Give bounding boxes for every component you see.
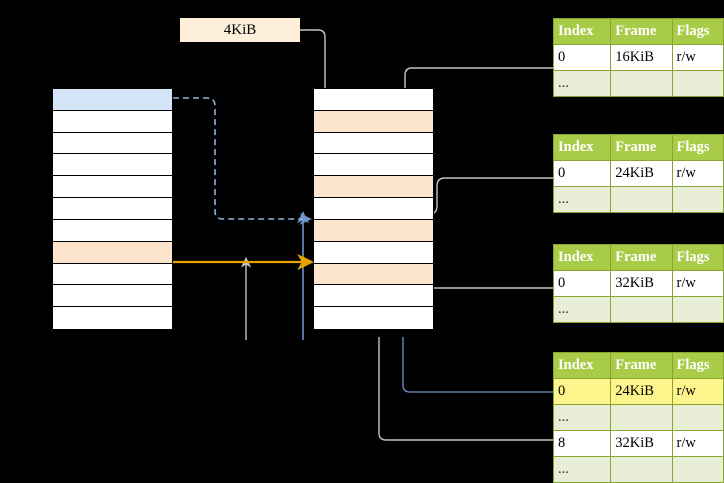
physical-memory-row-4 (314, 154, 433, 177)
page-table-2-header-index: Index (552, 134, 612, 161)
virtual-memory-row-10 (53, 285, 172, 308)
page-table-1-header-flags: Flags (671, 18, 724, 45)
page-table-4-row-1-index: 0 (552, 378, 612, 405)
physical-memory-row-3 (314, 132, 433, 155)
page-table-1-row-2-index: ... (552, 70, 612, 97)
page-table-4-row-2-flags (671, 404, 724, 431)
virtual-address-space-column (52, 88, 173, 330)
page-table-4-row-3-frame: 32KiB (610, 430, 673, 457)
physical-memory-row-7 (314, 219, 433, 242)
page-table-2-header-frame: Frame (610, 134, 673, 161)
physical-memory-row-9 (314, 263, 433, 286)
physical-memory-row-2 (314, 110, 433, 133)
page-table-2-row-1-flags: r/w (671, 160, 724, 187)
page-table-1-row-1-flags: r/w (671, 44, 724, 71)
page-table-4-row-1-flags: r/w (671, 378, 724, 405)
page-table-4-row-3-index: 8 (552, 430, 612, 457)
page-table-3-header-index: Index (552, 244, 612, 271)
page-table-4-row-3-flags: r/w (671, 430, 724, 457)
virtual-memory-row-6 (53, 198, 172, 220)
page-table-1-header-index: Index (552, 18, 612, 45)
physical-memory-row-1 (314, 89, 433, 111)
page-table-4-row-1-frame: 24KiB (610, 378, 673, 405)
page-table-3-row-1-frame: 32KiB (610, 270, 673, 297)
page-table-2-row-1-frame: 24KiB (610, 160, 673, 187)
page-table-1-header-frame: Frame (610, 18, 673, 45)
virtual-memory-row-3 (53, 132, 172, 155)
virtual-memory-row-1 (53, 89, 172, 111)
virtual-memory-row-2 (53, 110, 172, 133)
page-table-1-row-1-index: 0 (552, 44, 612, 71)
page-table-2-row-2: ... (552, 186, 724, 213)
page-size-text: 4KiB (223, 21, 257, 38)
wire-virt-row1-dashed (173, 97, 312, 225)
page-table-4-row-2: ... (552, 404, 724, 431)
page-table-3-row-2: ... (552, 296, 724, 323)
page-table-2-row-2-flags (671, 186, 724, 213)
virtual-memory-row-9 (53, 263, 172, 286)
virtual-memory-row-11 (53, 307, 172, 329)
page-table-1-row-2-flags (671, 70, 724, 97)
virtual-memory-row-5 (53, 176, 172, 199)
page-table-2-header-flags: Flags (671, 134, 724, 161)
page-table-4-row-4-frame (610, 456, 673, 483)
page-table-2-row-1-index: 0 (552, 160, 612, 187)
page-table-1-row-2: ... (552, 70, 724, 97)
page-table-3-header-flags: Flags (671, 244, 724, 271)
page-table-4-row-4: ... (552, 456, 724, 483)
physical-memory-row-8 (314, 241, 433, 264)
page-table-4-header-index: Index (552, 352, 612, 379)
virtual-memory-row-8 (53, 241, 172, 264)
virtual-memory-row-4 (53, 154, 172, 177)
page-table-4-header-frame: Frame (610, 352, 673, 379)
page-table-1-row-2-frame (610, 70, 673, 97)
physical-memory-column (313, 88, 434, 330)
page-table-4-row-2-index: ... (552, 404, 612, 431)
page-table-3-row-1-index: 0 (552, 270, 612, 297)
page-table-3-row-1-flags: r/w (671, 270, 724, 297)
wire-pt4-row8-to-phys-row9 (378, 337, 553, 441)
page-table-2-row-2-frame (610, 186, 673, 213)
wire-pt2-to-phys-row7 (412, 177, 553, 228)
wire-pt4-row0-to-phys-row7 (402, 337, 553, 393)
page-table-3-row-2-flags (671, 296, 724, 323)
page-table-1-row-1-frame: 16KiB (610, 44, 673, 71)
page-size-label: 4KiB (180, 18, 300, 42)
physical-memory-row-5 (314, 176, 433, 199)
page-table-3-header-frame: Frame (610, 244, 673, 271)
physical-memory-row-11 (314, 307, 433, 329)
virtual-memory-row-7 (53, 219, 172, 242)
physical-memory-row-10 (314, 285, 433, 308)
page-table-3-row-2-frame (610, 296, 673, 323)
page-table-4-row-4-flags (671, 456, 724, 483)
page-table-4-header-flags: Flags (671, 352, 724, 379)
physical-memory-row-6 (314, 198, 433, 220)
page-table-2-row-2-index: ... (552, 186, 612, 213)
page-table-4-row-2-frame (610, 404, 673, 431)
page-table-4-row-4-index: ... (552, 456, 612, 483)
page-table-3-row-2-index: ... (552, 296, 612, 323)
